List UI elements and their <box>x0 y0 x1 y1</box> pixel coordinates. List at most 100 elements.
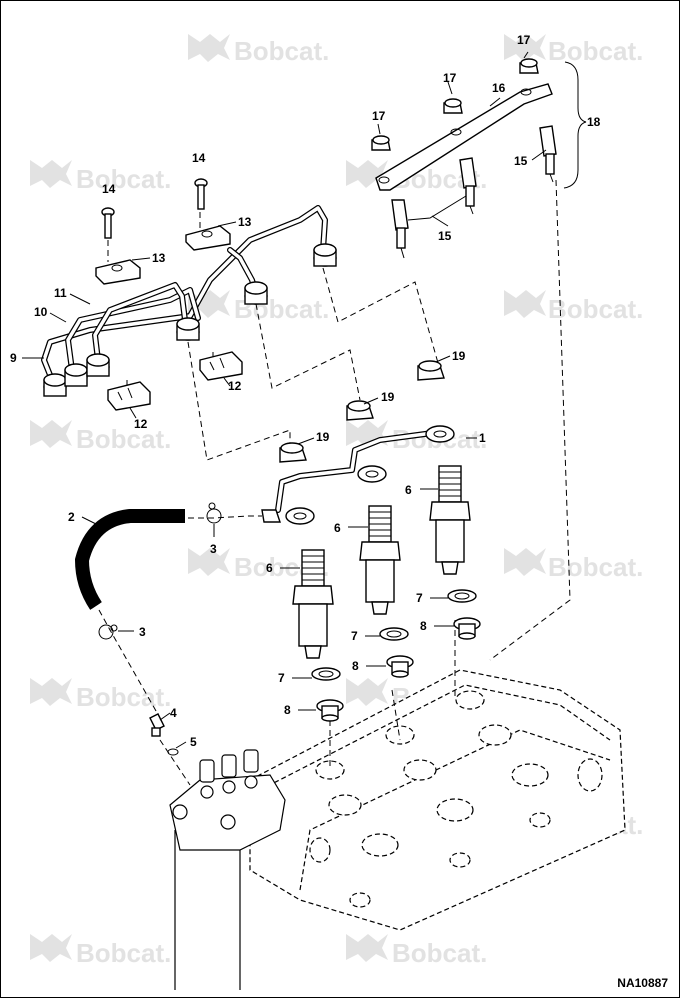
callout-10: 10 <box>34 305 48 319</box>
injector-b <box>359 505 401 615</box>
svg-text:Bobcat.: Bobcat. <box>76 164 171 194</box>
callout-8c: 8 <box>284 703 291 717</box>
callout-7a: 7 <box>416 591 423 605</box>
watermark-2: Bobcat. <box>504 34 643 66</box>
svg-text:Bobcat.: Bobcat. <box>76 682 171 712</box>
hose-clamp-3a <box>206 502 222 524</box>
clamps <box>95 178 243 411</box>
line-nut <box>313 243 337 267</box>
cylinder-head <box>169 669 626 990</box>
upper-clamp-13b <box>185 225 231 251</box>
upper-clamp-13a <box>95 259 141 285</box>
nut-17c <box>519 58 539 74</box>
line-nut <box>244 281 268 305</box>
callout-14b: 14 <box>192 151 206 165</box>
watermark-1: Bobcat. <box>188 34 329 66</box>
nut-19c <box>279 442 307 463</box>
banjo-3 <box>285 507 315 525</box>
watermark-15: Bobcat. <box>30 934 171 968</box>
callout-14a: 14 <box>102 182 116 196</box>
callout-3b: 3 <box>139 625 146 639</box>
nut-17b <box>443 98 463 114</box>
watermark-10: Bobcat. <box>504 548 643 582</box>
head-ports <box>309 690 603 908</box>
seal-8a <box>453 617 481 640</box>
callout-19b: 19 <box>381 390 395 404</box>
line-nut <box>43 373 67 397</box>
glow-plug-a <box>391 199 409 259</box>
callout-16: 16 <box>492 81 506 95</box>
callout-6a: 6 <box>405 483 412 497</box>
line-nut <box>64 363 88 387</box>
svg-text:Bobcat.: Bobcat. <box>548 552 643 582</box>
svg-text:Bobcat.: Bobcat. <box>76 938 171 968</box>
lower-clamp-12b <box>199 351 243 381</box>
callout-13a: 13 <box>152 251 166 265</box>
injection-pump <box>169 749 286 990</box>
svg-text:Bobcat.: Bobcat. <box>548 294 643 324</box>
svg-text:Bobcat.: Bobcat. <box>548 36 643 66</box>
washer-7a <box>447 589 477 603</box>
fuel-hose-assembly <box>74 502 281 756</box>
callout-18: 18 <box>587 115 601 129</box>
washer-7c <box>311 667 341 681</box>
watermark-16: Bobcat. <box>346 934 487 968</box>
watermark-6: Bobcat. <box>504 290 643 324</box>
callout-17a: 17 <box>517 33 531 47</box>
callout-12a: 12 <box>134 417 148 431</box>
callout-2: 2 <box>68 510 75 524</box>
return-line <box>275 360 455 525</box>
callout-5: 5 <box>190 735 197 749</box>
callout-7b: 7 <box>351 629 358 643</box>
callout-15a: 15 <box>438 229 452 243</box>
callout-3a: 3 <box>210 542 217 556</box>
injector-a <box>429 465 471 575</box>
callout-15b: 15 <box>514 154 528 168</box>
callout-7c: 7 <box>278 671 285 685</box>
callout-17c: 17 <box>372 109 386 123</box>
callout-8b: 8 <box>352 659 359 673</box>
hose-clamp-3b <box>98 624 118 640</box>
callout-12b: 12 <box>228 379 242 393</box>
callout-labels: 1 2 3 3 4 5 6 6 6 7 7 7 8 8 8 9 10 11 12… <box>10 33 601 749</box>
callout-11: 11 <box>54 286 67 300</box>
callout-17b: 17 <box>443 71 457 85</box>
washer-7b <box>379 627 409 641</box>
bolt-14b <box>194 178 208 210</box>
watermark-3: Bobcat. <box>30 160 171 194</box>
banjo-fitting <box>261 509 281 523</box>
glow-plug-c <box>539 125 557 183</box>
lower-clamp-12a <box>107 381 151 411</box>
line-nut <box>176 317 200 341</box>
bolt-14a <box>101 207 115 239</box>
seal-8b <box>386 655 414 678</box>
injection-lines <box>41 205 337 397</box>
callout-13b: 13 <box>238 215 252 229</box>
fitting-4 <box>149 713 165 737</box>
injectors <box>292 465 481 722</box>
glow-plug-b <box>459 157 477 215</box>
watermark-7: Bobcat. <box>30 420 171 454</box>
callout-8a: 8 <box>420 619 427 633</box>
callout-19c: 19 <box>316 430 330 444</box>
injector-c <box>292 549 334 659</box>
callout-19a: 19 <box>452 349 466 363</box>
banjo-1 <box>425 425 455 443</box>
callout-9: 9 <box>10 351 17 365</box>
figure-id: NA10887 <box>617 976 668 990</box>
callout-6b: 6 <box>334 521 341 535</box>
watermark-11: Bobcat. <box>30 678 171 712</box>
line-nut <box>86 353 110 377</box>
callout-6c: 6 <box>266 561 273 575</box>
svg-text:Bobcat.: Bobcat. <box>392 938 487 968</box>
seal-8c <box>316 699 344 722</box>
nut-17a <box>371 135 391 151</box>
leader-lines <box>22 51 547 749</box>
nut-19a <box>417 360 445 381</box>
callout-1: 1 <box>479 431 486 445</box>
banjo-2 <box>357 465 387 483</box>
nut-19b <box>346 400 374 421</box>
svg-text:Bobcat.: Bobcat. <box>234 36 329 66</box>
